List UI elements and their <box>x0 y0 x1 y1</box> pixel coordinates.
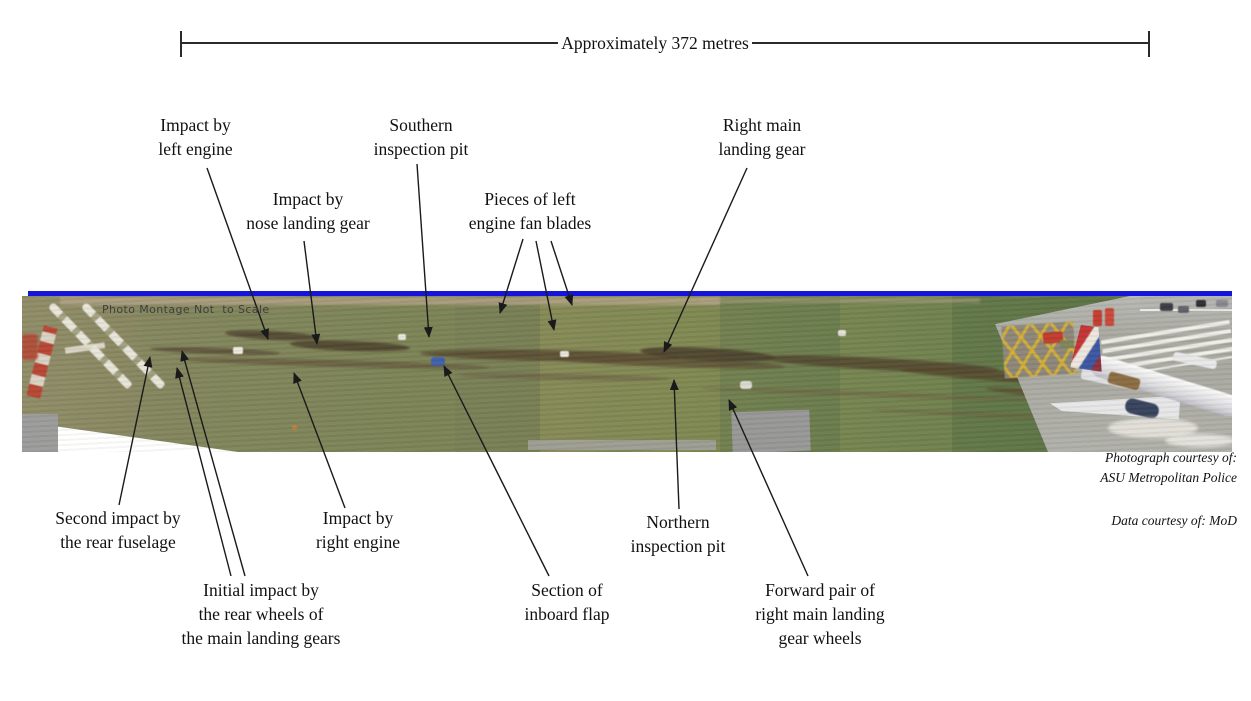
runway-tarmac <box>995 296 1232 452</box>
montage-grey-patch <box>22 414 58 452</box>
montage-seam-tint <box>455 296 540 452</box>
ground-gouge-track <box>554 353 786 372</box>
vehicle <box>1093 310 1102 326</box>
aircraft-tail-fin <box>1070 324 1108 372</box>
label-southern-inspection-pit: Southern inspection pit <box>373 115 469 160</box>
montage-seam-tint <box>540 296 720 452</box>
montage-seam-tint <box>840 296 952 452</box>
label-right-main-landing-gear: Right main landing gear <box>718 115 806 160</box>
label-impact-left-engine: Impact by left engine <box>158 115 233 160</box>
photo-note: Photo Montage Not to Scale <box>102 303 270 316</box>
label-forward-pair-right-mlg-wheels: Forward pair of right main landing gear … <box>755 580 885 649</box>
label-impact-right-engine: Impact by right engine <box>315 508 401 553</box>
ground-gouge-track <box>459 372 671 382</box>
fire-foam <box>1108 418 1198 438</box>
ground-gouge-track <box>870 407 1180 426</box>
debris-speck <box>560 351 569 357</box>
label-section-inboard-flap: Section of inboard flap <box>524 580 610 625</box>
gear-wheels-debris <box>740 381 752 389</box>
vehicle <box>1060 340 1074 348</box>
credit-photograph: Photograph courtesy of: ASU Metropolitan… <box>1100 450 1237 485</box>
debris-speck <box>398 334 406 340</box>
montage-seam-tint <box>22 296 142 452</box>
runway-edge-line <box>1140 309 1232 311</box>
fire-foam <box>1165 434 1232 447</box>
scale-bar-right-tick <box>1148 31 1150 57</box>
scale-bar-label: Approximately 372 metres <box>561 33 749 53</box>
montage-edge-cut <box>22 419 246 452</box>
ground-gouge-track <box>149 345 281 357</box>
label-pieces-left-engine-fan-blades: Pieces of left engine fan blades <box>468 189 592 234</box>
approach-light-red-mast <box>26 325 58 399</box>
ground-gouge-track <box>759 351 1001 377</box>
scale-bar-line-left <box>182 42 558 44</box>
photo-montage: Photo Montage Not to Scale <box>22 296 1232 452</box>
vehicle <box>1178 306 1189 313</box>
approach-light-red-structure <box>22 334 38 360</box>
ground-gouge-track <box>639 344 776 365</box>
ground-gouge-track <box>984 384 1156 408</box>
ground-gouge-track <box>179 355 491 372</box>
ground-gouge-track <box>224 328 321 343</box>
photo-texture <box>700 298 980 303</box>
label-northern-inspection-pit: Northern inspection pit <box>630 512 726 557</box>
scale-bar-line-right <box>752 42 1148 44</box>
aircraft-stabilizer <box>1172 351 1218 370</box>
ground-gouge-track <box>899 364 1121 390</box>
debris-speck <box>233 347 243 354</box>
label-impact-nose-landing-gear: Impact by nose landing gear <box>246 189 370 234</box>
ground-gouge-track <box>289 338 411 354</box>
perimeter-road <box>1140 296 1232 310</box>
vehicle <box>1160 303 1173 311</box>
montage-grey-patch <box>731 409 811 452</box>
scale-bar-left-tick <box>180 31 182 57</box>
approach-light-crossbar <box>64 342 106 354</box>
credit-data: Data courtesy of: MoD <box>1111 513 1237 528</box>
ground-gouge-track <box>700 385 1060 404</box>
vehicle <box>1216 300 1228 307</box>
montage-grey-patch <box>528 440 716 450</box>
debris-speck <box>838 330 846 336</box>
flap-debris <box>431 357 445 366</box>
aircraft-debris <box>1106 371 1142 391</box>
montage-top-line <box>28 291 1232 296</box>
vehicle <box>1196 300 1206 307</box>
vehicle <box>1105 308 1114 326</box>
marker-dot <box>292 425 297 430</box>
aircraft-fuselage <box>1088 352 1232 420</box>
label-second-impact-rear-fuselage: Second impact by the rear fuselage <box>55 508 181 553</box>
ground-gouge-track <box>419 347 681 364</box>
aircraft-tailplane <box>1080 365 1142 392</box>
aircraft-engine <box>1123 397 1161 420</box>
aircraft-left-wing <box>1049 386 1180 419</box>
chevron-area <box>1001 321 1077 379</box>
fire-truck <box>1042 331 1064 344</box>
label-initial-impact-rear-wheels: Initial impact by the rear wheels of the… <box>181 580 341 649</box>
runway-threshold-markings <box>1100 320 1232 378</box>
